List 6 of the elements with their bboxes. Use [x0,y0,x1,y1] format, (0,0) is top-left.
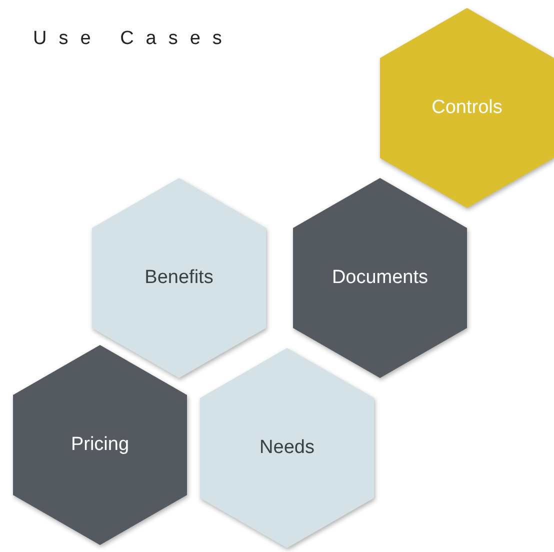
tile-label: Needs [258,437,316,459]
tile-label: Controls [430,97,504,119]
tile-label: Documents [330,267,430,289]
tile-label: Pricing [70,434,130,456]
title: Use Cases [33,28,234,50]
tile-label: Benefits [144,267,214,289]
